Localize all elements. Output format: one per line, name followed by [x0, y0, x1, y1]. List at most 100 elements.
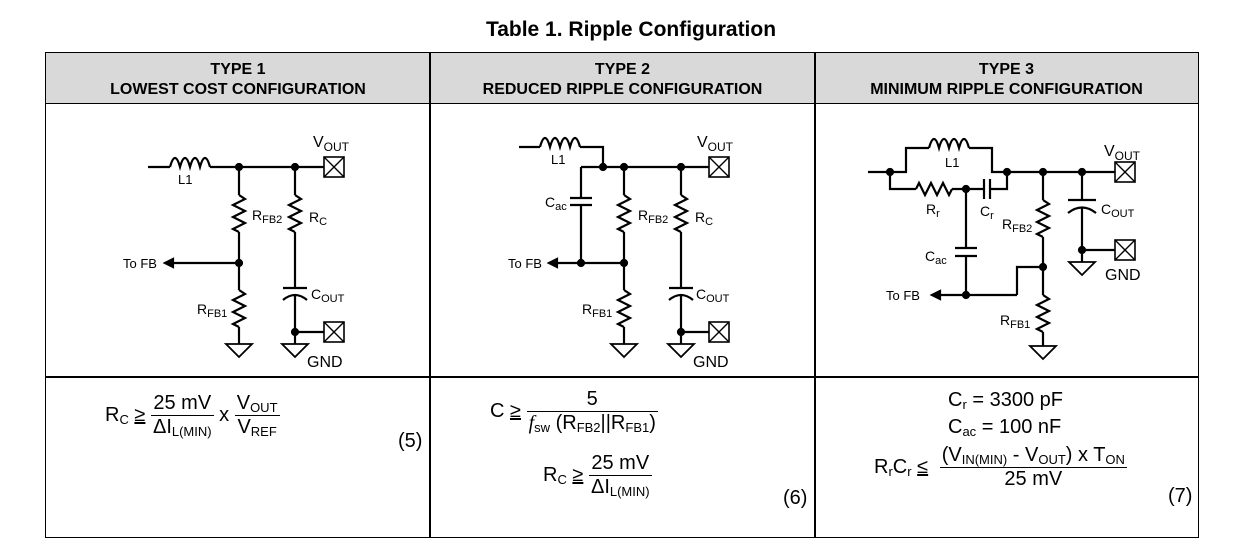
label-part: C	[705, 216, 713, 228]
wire	[890, 146, 929, 174]
terminal-vout	[708, 156, 730, 178]
resistor-rr	[915, 180, 953, 198]
eq5-fraction2: VOUT VREF	[234, 392, 280, 439]
label-gnd: GND	[307, 354, 343, 371]
equation-part: f	[528, 412, 535, 434]
equation-part: V	[237, 416, 251, 438]
terminal-gnd	[1114, 239, 1136, 261]
equation-part: FB2	[576, 420, 601, 435]
label-part: FB2	[648, 214, 668, 226]
label-gnd: GND	[693, 354, 729, 371]
equation-part: )	[649, 412, 656, 434]
equation-part: ≥	[510, 399, 521, 422]
label-part: r	[936, 208, 940, 220]
equation-part: ΔI	[152, 416, 172, 438]
header-type3-name: MINIMUM RIPPLE CONFIGURATION	[870, 81, 1143, 98]
equation-part: ΔIL(MIN)	[589, 476, 652, 499]
wire	[990, 172, 1009, 191]
equation-part: ≤	[917, 455, 929, 478]
header-type2-type: TYPE 2	[594, 61, 651, 78]
equation-part: R	[874, 455, 889, 478]
equation-part: L(MIN)	[171, 424, 212, 439]
ripple-configuration-table: TYPE 1 LOWEST COST CONFIGURATION TYPE 2 …	[45, 52, 1199, 538]
equation-part: sw	[534, 420, 551, 435]
arrow	[929, 289, 942, 301]
inductor-l1	[538, 136, 582, 152]
header-type3: TYPE 3 MINIMUM RIPPLE CONFIGURATION	[815, 53, 1198, 104]
label-part: OUT	[1115, 149, 1141, 163]
label-rc: RC	[309, 209, 327, 228]
label-part: R	[197, 301, 207, 317]
equation-5: RC ≥ 25 mV ΔIL(MIN) x VOUT VREF	[105, 392, 280, 439]
label-part: V	[1104, 143, 1115, 160]
label-rfb1: RFB1	[197, 301, 227, 320]
label-part: C	[980, 203, 990, 219]
label-part: OUT	[708, 140, 734, 154]
equation-part: r	[962, 397, 967, 412]
header-type1-type: TYPE 1	[210, 61, 266, 78]
equation-part: 25 mV	[150, 392, 214, 416]
equation-part: RrCr	[874, 455, 912, 479]
label-part: R	[926, 201, 936, 217]
label-part: FB1	[1010, 319, 1030, 331]
equation-part: 25 mV	[588, 452, 652, 476]
equation-part: r	[888, 463, 893, 479]
equation-part: RC	[543, 464, 567, 487]
label-part: R	[1000, 312, 1010, 328]
equation-part: OUT	[250, 400, 278, 415]
terminal-cross-mark	[323, 156, 345, 178]
label-rr: Rr	[926, 201, 940, 220]
label-rfb2: RFB2	[252, 207, 282, 226]
label-part: ac	[555, 201, 567, 213]
equation-part: C	[948, 416, 963, 438]
equation-part: ) x T	[1065, 444, 1106, 466]
equation-part: OUT	[1038, 452, 1066, 467]
resistor-rfb2	[230, 194, 248, 233]
label-part: R	[582, 301, 592, 317]
equation-part: (VIN(MIN) - VOUT) x TON	[939, 444, 1127, 468]
header-type2: TYPE 2 REDUCED RIPPLE CONFIGURATION	[430, 53, 815, 104]
arrow	[546, 257, 559, 269]
label-vout: VOUT	[1104, 143, 1141, 163]
wire	[888, 172, 916, 191]
terminal-vout	[1114, 161, 1136, 183]
equation-part: (R	[550, 412, 577, 434]
resistor-rc	[672, 194, 690, 233]
header-type2-name: REDUCED RIPPLE CONFIGURATION	[482, 81, 763, 98]
label-to-fb: To FB	[508, 256, 542, 271]
table-title: Table 1. Ripple Configuration	[485, 18, 777, 41]
header-type1-name: LOWEST COST CONFIGURATION	[110, 81, 366, 98]
terminal-gnd	[323, 321, 345, 343]
equation-part: 25 mV	[1004, 468, 1063, 490]
schematic-element: L1 VOUT Rr Cr RFB2 COUT Cac GND To FB RF…	[886, 143, 1141, 331]
eq5-times: x	[219, 403, 230, 426]
equation-6b: RC ≥ 25 mV ΔIL(MIN)	[543, 452, 652, 499]
resistor-rfb1	[615, 289, 633, 328]
label-rfb2: RFB2	[638, 207, 668, 226]
equation-part: ||R	[600, 412, 626, 434]
label-part: C	[311, 286, 321, 302]
label-part: R	[695, 209, 705, 225]
equation-6a: C ≥ 5 fsw (RFB2||RFB1)	[490, 388, 658, 435]
equation-part: ≥	[572, 463, 584, 486]
row-divider	[46, 376, 1198, 378]
label-cr: Cr	[980, 203, 994, 222]
label-cout: COUT	[311, 286, 345, 305]
eq6b-fraction: 25 mV ΔIL(MIN)	[588, 452, 652, 499]
header-type3-type: TYPE 3	[978, 61, 1035, 78]
label-rc: RC	[695, 209, 713, 228]
label-part: R	[1002, 216, 1012, 232]
terminal-cross-mark	[708, 321, 730, 343]
terminal-cross-mark	[1114, 161, 1136, 183]
label-part: R	[309, 209, 319, 225]
label-l1: L1	[178, 172, 192, 187]
equation-part: R	[105, 403, 120, 426]
resistor-rfb1	[230, 289, 248, 328]
schematic-type1: L1 VOUT RFB2 RC To FB RFB1 COUT GND	[123, 134, 350, 371]
column-divider	[429, 53, 431, 537]
equation-number-6: (6)	[783, 487, 808, 509]
capacitor-cac	[570, 196, 592, 207]
equation-part: C	[892, 455, 908, 478]
label-part: V	[697, 134, 708, 151]
terminal-cross-mark	[708, 156, 730, 178]
